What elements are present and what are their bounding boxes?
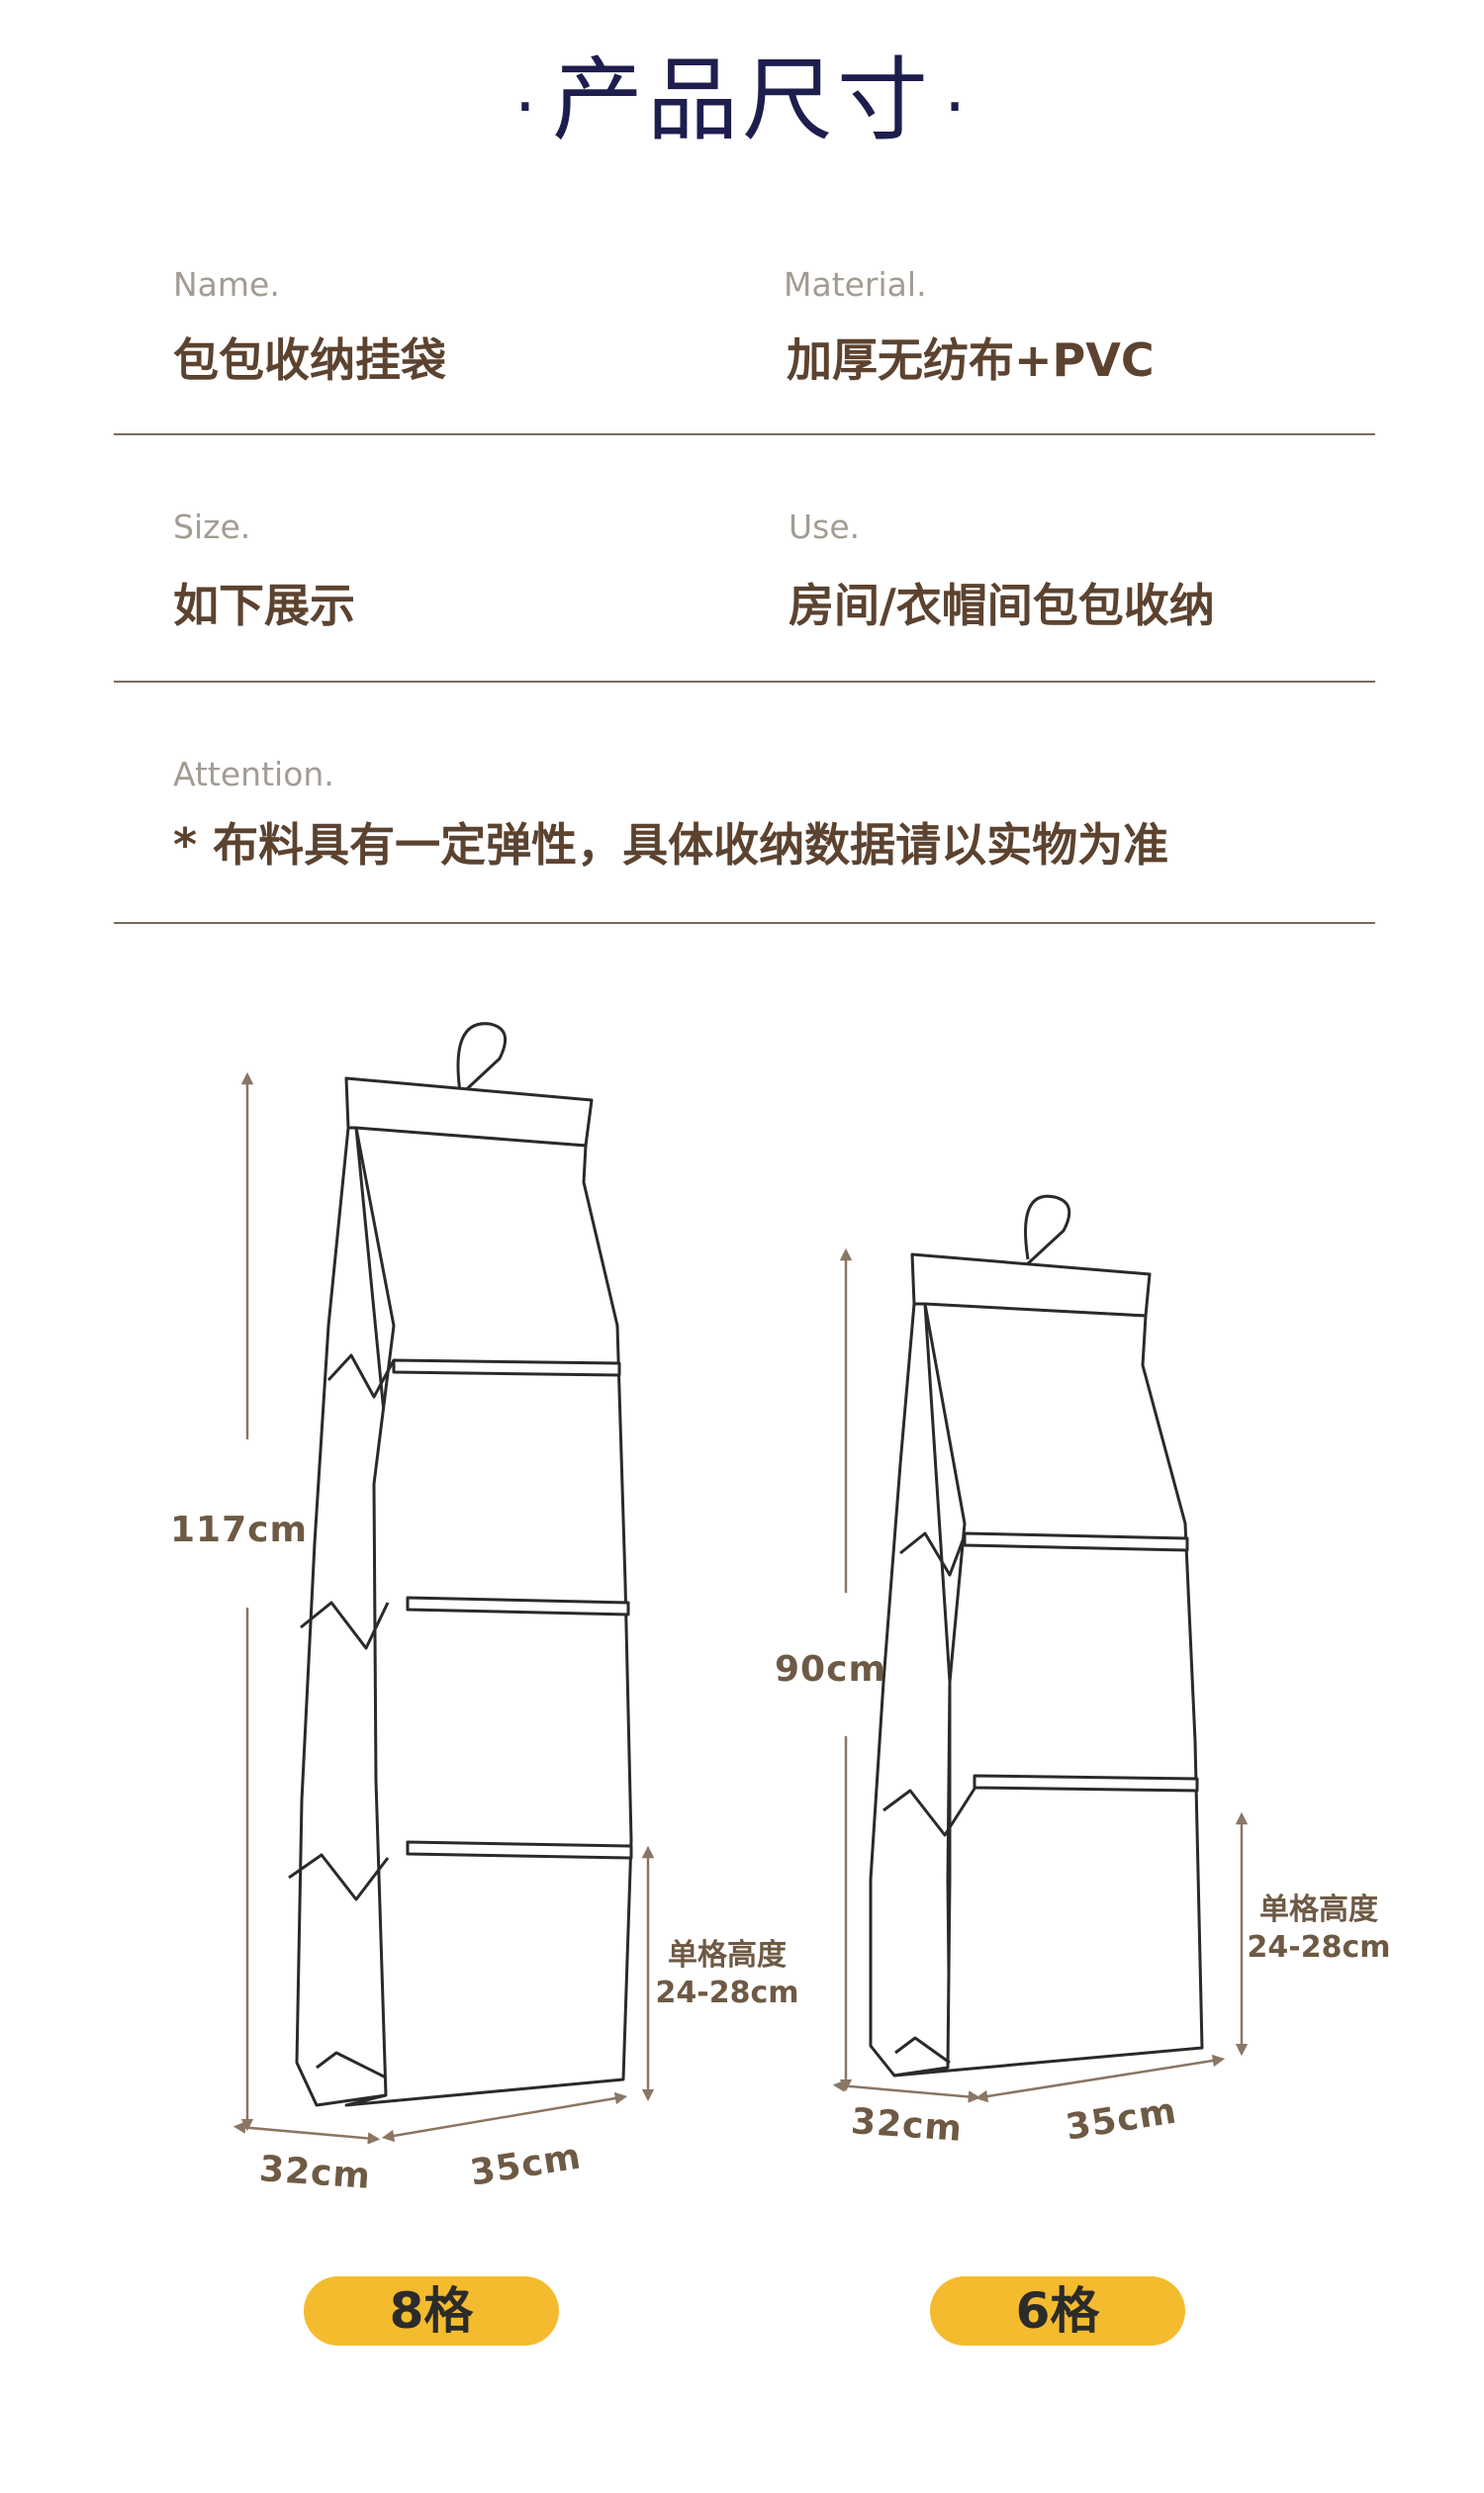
- large-height-label: 117cm: [170, 1510, 308, 1550]
- large-compartment-label: 单格高度: [668, 1938, 787, 1973]
- large-bag-icon: [288, 1022, 633, 2107]
- small-compartment-range: 24-28cm: [1247, 1930, 1391, 1965]
- title-text: 产品尺寸: [551, 47, 932, 153]
- size-label: Size.: [173, 508, 251, 546]
- small-bag-dimensions: [832, 1247, 1249, 2103]
- name-label: Name.: [173, 265, 280, 304]
- attention-label: Attention.: [173, 755, 334, 793]
- attention-value: * 布料具有一定弹性，具体收纳数据请以实物为准: [173, 818, 1169, 872]
- large-bag-grid-badge: 8格: [304, 2276, 559, 2346]
- large-compartment-height: 单格高度 24-28cm: [653, 1937, 801, 2012]
- name-value: 包包收纳挂袋: [173, 333, 446, 387]
- small-compartment-height: 单格高度 24-28cm: [1245, 1892, 1393, 1967]
- small-depth-label: 32cm: [849, 2101, 965, 2150]
- large-compartment-range: 24-28cm: [655, 1976, 799, 2010]
- use-label: Use.: [788, 508, 861, 546]
- use-value: 房间/衣帽间包包收纳: [788, 579, 1215, 632]
- small-height-label: 90cm: [775, 1649, 886, 1690]
- large-bag-dimensions: [232, 1071, 655, 2145]
- divider-1: [114, 433, 1375, 435]
- material-label: Material.: [784, 265, 927, 304]
- divider-3: [114, 922, 1375, 924]
- title-dot-right: ·: [944, 65, 971, 147]
- small-bag-grid-badge: 6格: [930, 2276, 1185, 2346]
- small-bag-icon: [869, 1194, 1204, 2078]
- size-value: 如下展示: [173, 579, 355, 632]
- small-compartment-label: 单格高度: [1259, 1893, 1378, 1927]
- large-depth-label: 32cm: [257, 2149, 373, 2197]
- material-value: 加厚无纺布+PVC: [787, 333, 1155, 387]
- page-title: ·产品尺寸·: [0, 42, 1484, 166]
- title-dot-left: ·: [513, 65, 540, 147]
- divider-2: [114, 681, 1375, 683]
